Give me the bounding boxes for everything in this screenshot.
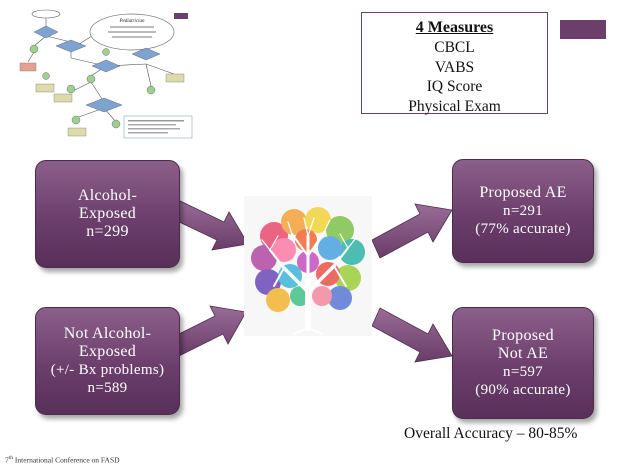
- card-line: n=597: [503, 364, 543, 380]
- card-line: Proposed AE: [479, 184, 567, 201]
- card-alcohol-exposed: Alcohol- Exposed n=299: [35, 160, 180, 268]
- card-not-alcohol-exposed: Not Alcohol- Exposed (+/- Bx problems) n…: [35, 307, 180, 415]
- footer-text: International Conference on FASD: [14, 455, 120, 465]
- card-line: Not AE: [497, 345, 549, 362]
- card-line: n=291: [503, 203, 543, 219]
- footer-number: 7: [5, 455, 9, 465]
- card-proposed-not-ae: Proposed Not AE n=597 (90% accurate): [452, 307, 594, 419]
- measure-item: VABS: [434, 58, 475, 76]
- card-line: Proposed: [492, 327, 554, 344]
- card-line: (90% accurate): [475, 382, 571, 398]
- measures-title: 4 Measures: [415, 19, 494, 36]
- card-line: (77% accurate): [475, 221, 571, 237]
- card-line: Exposed: [78, 343, 137, 360]
- card-proposed-ae: Proposed AE n=291 (77% accurate): [452, 159, 594, 263]
- arrow-brain-to-proposed-ae: [371, 203, 453, 259]
- arrow-brain-to-proposed-not-ae: [371, 307, 453, 363]
- measure-item: CBCL: [434, 39, 475, 56]
- measure-item: IQ Score: [426, 78, 483, 95]
- arrow-exposed-to-brain: [170, 199, 249, 251]
- card-line: Exposed: [78, 205, 137, 222]
- flowchart-thumbnail: Pediatrician: [19, 9, 193, 139]
- card-line: Alcohol-: [77, 187, 138, 204]
- card-line: (+/- Bx problems): [50, 362, 165, 378]
- card-line: n=589: [87, 380, 128, 396]
- measures-box: 4 Measures CBCL VABS IQ Score Physical E…: [361, 12, 548, 115]
- footer-note: 7th International Conference on FASD: [5, 455, 120, 465]
- footer-superscript: th: [8, 455, 14, 461]
- card-line: n=299: [86, 223, 129, 240]
- brain-tree-icon: [244, 196, 372, 336]
- flowchart-callout: Pediatrician: [119, 19, 145, 24]
- measure-item: Physical Exam: [408, 97, 501, 115]
- arrow-not-exposed-to-brain: [170, 305, 247, 357]
- overall-accuracy: Overall Accuracy – 80-85%: [404, 425, 578, 442]
- accent-rectangle: [560, 20, 606, 39]
- card-line: Not Alcohol-: [63, 325, 152, 342]
